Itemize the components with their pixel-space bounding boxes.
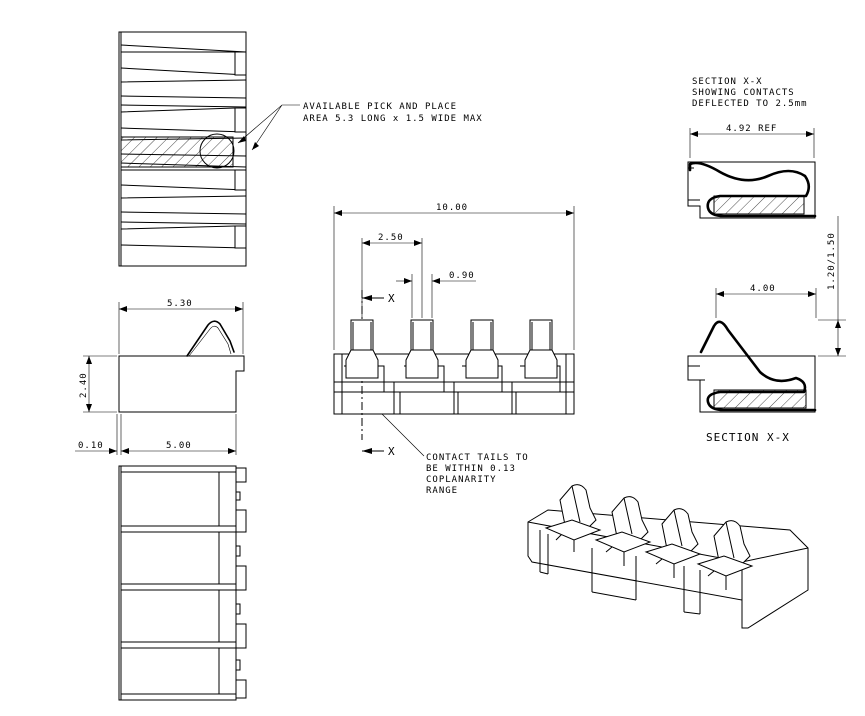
pick-place-note-line2: AREA 5.3 LONG x 1.5 WIDE MAX bbox=[303, 114, 483, 124]
tails-note-line4: RANGE bbox=[426, 486, 458, 496]
section-mark-top: X bbox=[388, 292, 396, 305]
pick-place-note-line1: AVAILABLE PICK AND PLACE bbox=[303, 102, 457, 112]
section-note-line1: SECTION X-X bbox=[692, 77, 763, 87]
dim-2-50: 2.50 bbox=[378, 233, 404, 243]
dim-10-00: 10.00 bbox=[436, 203, 468, 213]
section-free-view bbox=[687, 216, 846, 413]
contact-1 bbox=[345, 319, 379, 379]
section-deflected-view bbox=[687, 128, 817, 219]
dim-0-10: 0.10 bbox=[78, 441, 104, 451]
dim-1-20-1-50: 1.20/1.50 bbox=[827, 232, 837, 290]
tails-note-line2: BE WITHIN 0.13 bbox=[426, 464, 516, 474]
front-view bbox=[333, 206, 575, 457]
section-label: SECTION X-X bbox=[706, 431, 790, 444]
section-note-line2: SHOWING CONTACTS bbox=[692, 88, 795, 98]
contact-3 bbox=[465, 319, 499, 379]
contact-2 bbox=[405, 319, 439, 379]
tails-note-line3: COPLANARITY bbox=[426, 475, 497, 485]
section-note-line3: DEFLECTED TO 2.5mm bbox=[692, 99, 808, 109]
section-mark-bottom: X bbox=[388, 445, 396, 458]
dim-5-00: 5.00 bbox=[166, 441, 192, 451]
isometric-view bbox=[527, 484, 809, 629]
dim-4-00: 4.00 bbox=[750, 284, 776, 294]
top-view bbox=[118, 31, 300, 267]
dim-4-92-ref: 4.92 REF bbox=[726, 124, 777, 134]
contact-4 bbox=[524, 319, 558, 379]
dim-0-90: 0.90 bbox=[449, 271, 475, 281]
bottom-view bbox=[118, 465, 247, 701]
side-view bbox=[75, 302, 245, 455]
dim-5-30: 5.30 bbox=[167, 299, 193, 309]
tails-note-line1: CONTACT TAILS TO bbox=[426, 453, 529, 463]
dim-2-40: 2.40 bbox=[79, 372, 89, 398]
